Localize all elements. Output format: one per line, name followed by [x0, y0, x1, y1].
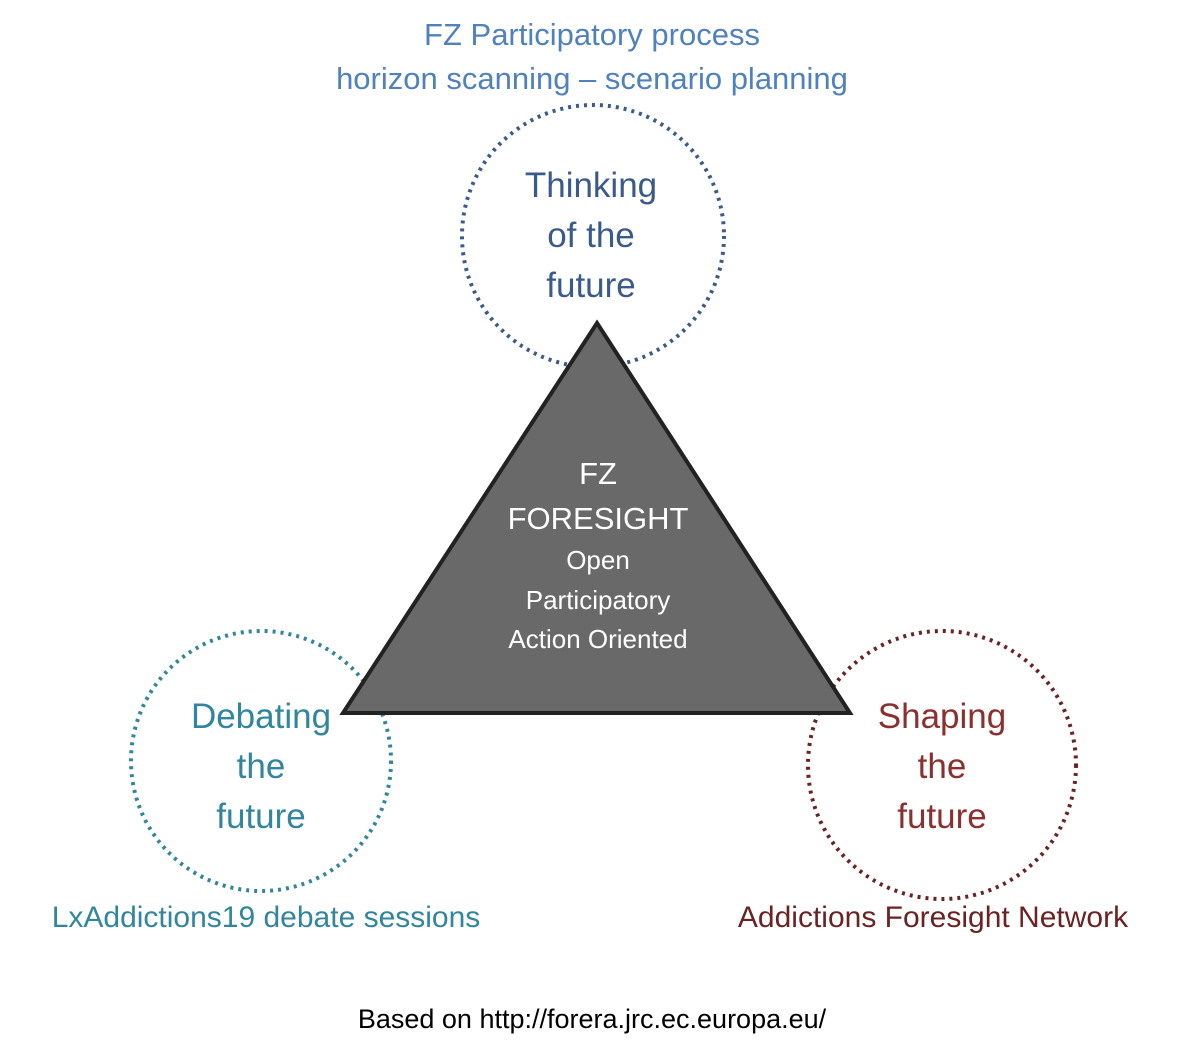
- shaping-circle: [806, 629, 1078, 901]
- debating-label-line-2: the: [236, 747, 286, 786]
- triangle-attr-1: Open: [566, 545, 630, 575]
- header-line-1: FZ Participatory process: [424, 17, 760, 52]
- header-line-2: horizon scanning – scenario planning: [336, 61, 848, 96]
- triangle-attr-2: Participatory: [525, 585, 671, 615]
- shaping-label-line-1: Shaping: [877, 697, 1007, 736]
- thinking-label-line-2: of the: [547, 216, 635, 255]
- shaping-label: Shaping the future: [822, 692, 1062, 842]
- debating-label: Debating the future: [141, 692, 381, 842]
- shaping-label-line-3: future: [897, 797, 987, 836]
- source-footer: Based on http://forera.jrc.ec.europa.eu/: [357, 1004, 827, 1034]
- debating-circle: [129, 629, 393, 893]
- thinking-label-line-1: Thinking: [524, 166, 658, 205]
- shaping-label-line-2: the: [917, 747, 967, 786]
- foresight-triangle: [339, 319, 854, 715]
- thinking-circle: [460, 103, 726, 369]
- debating-label-line-1: Debating: [190, 697, 332, 736]
- thinking-label: Thinking of the future: [471, 161, 711, 311]
- triangle-title-2: FORESIGHT: [507, 501, 689, 536]
- triangle-attr-3: Action Oriented: [508, 624, 688, 654]
- left-caption: LxAddictions19 debate sessions: [51, 901, 481, 934]
- triangle-title-1: FZ: [579, 456, 617, 491]
- right-caption: Addictions Foresight Network: [737, 901, 1129, 934]
- debating-label-line-3: future: [216, 797, 306, 836]
- thinking-label-line-3: future: [546, 266, 636, 305]
